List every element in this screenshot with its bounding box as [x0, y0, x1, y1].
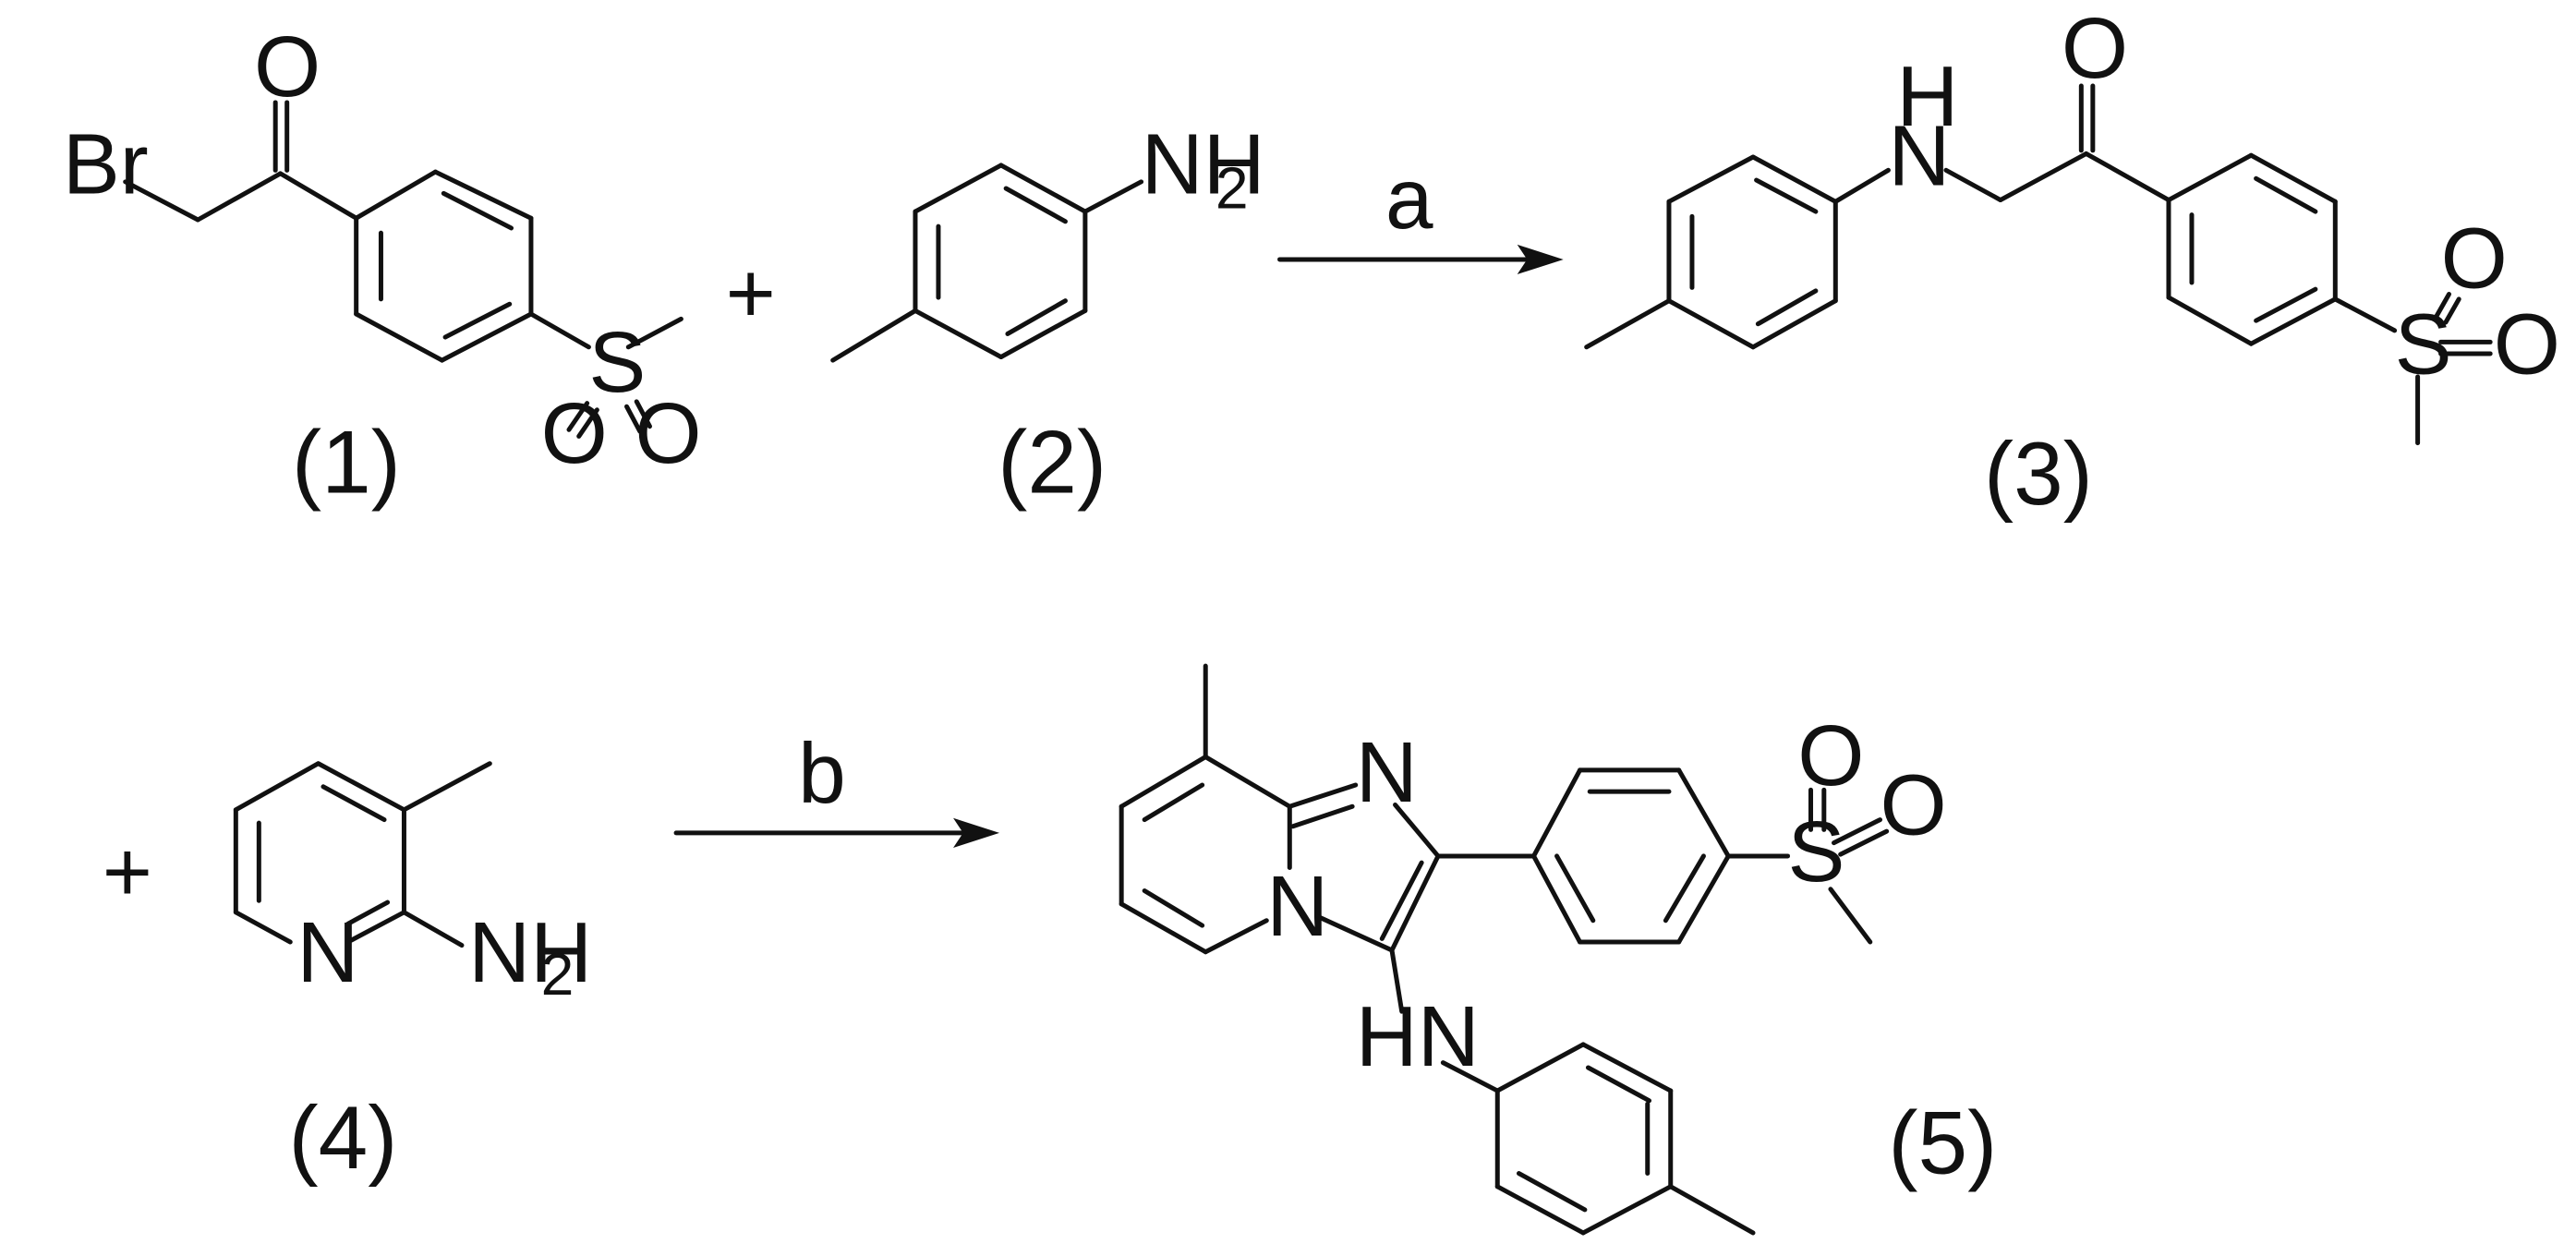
bridgehead-nitrogen-atom: N: [1266, 858, 1328, 954]
plus-sign: +: [726, 245, 776, 341]
compound-2-structure: NH 2: [830, 115, 1265, 363]
pyridine-nitrogen-atom: N: [296, 904, 358, 1000]
sulfur-atom: S: [588, 314, 646, 410]
sulfonyl-oxygen-atom: O: [541, 385, 608, 481]
compound-label-3: (3): [1984, 425, 2093, 524]
sulfonyl-oxygen-atom: O: [1797, 707, 1864, 803]
sulfonyl-oxygen-atom: O: [1881, 757, 1947, 853]
compound-label-2: (2): [998, 413, 1107, 512]
compound-label-4: (4): [288, 1089, 397, 1188]
bromine-atom: Br: [63, 115, 149, 211]
amine-group: NH: [468, 904, 592, 1000]
carbonyl-oxygen-atom: O: [254, 18, 320, 115]
compound-5-structure: N N S O O HN: [1119, 663, 1947, 1236]
sulfonyl-oxygen-atom: O: [2441, 210, 2508, 306]
compound-4-structure: N NH 2: [233, 761, 592, 1008]
compound-1-structure: Br O S O O: [63, 18, 702, 481]
compound-label-5: (5): [1888, 1093, 1997, 1192]
carbonyl-oxygen-atom: O: [2062, 0, 2128, 96]
sulfur-atom: S: [1788, 803, 1845, 900]
amine-subscript: 2: [1215, 154, 1249, 221]
amine-subscript: 2: [541, 941, 574, 1008]
reaction-arrow-b: b: [673, 726, 1000, 848]
sulfonyl-oxygen-atom: O: [2494, 296, 2560, 392]
amine-hydrogen-atom: H: [1896, 48, 1958, 144]
compound-label-1: (1): [292, 413, 401, 512]
reagent-label-a: a: [1385, 151, 1433, 247]
reagent-label-b: b: [798, 726, 846, 822]
compound-3-structure: H N O S O O: [1584, 0, 2560, 446]
plus-sign: +: [103, 823, 152, 919]
amine-nitrogen-atom: N: [1888, 107, 1950, 203]
reaction-arrow-a: a: [1277, 151, 1564, 275]
sulfonyl-oxygen-atom: O: [635, 385, 701, 481]
imidazole-nitrogen-atom: N: [1356, 724, 1418, 820]
amine-group: NH: [1142, 115, 1265, 211]
